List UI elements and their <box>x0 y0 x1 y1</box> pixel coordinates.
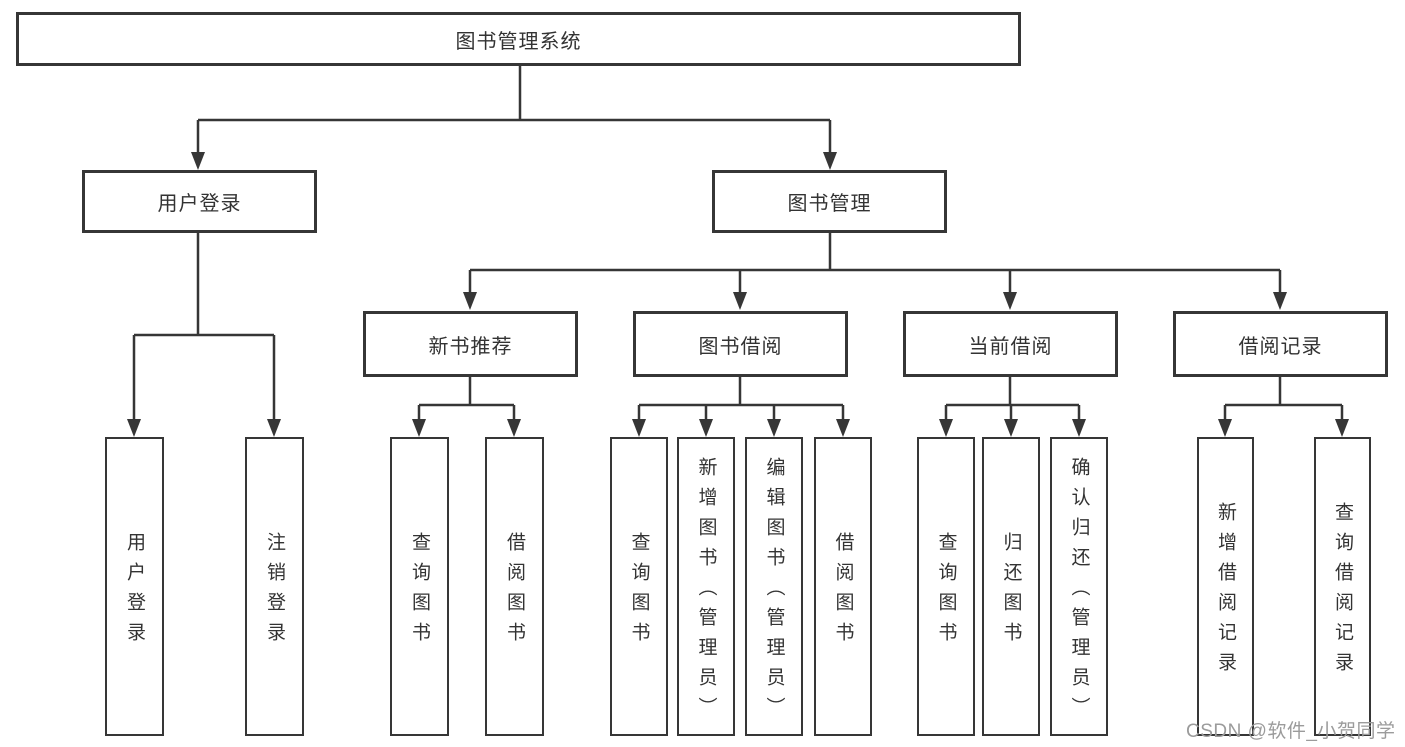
node-label: 借阅图书 <box>504 532 525 652</box>
csdn-watermark: CSDN @软件_小贺同学 <box>1186 721 1396 742</box>
node-label: 编辑图书（管理员） <box>763 457 785 727</box>
leaf-confirm-return-admin: 确认归还（管理员） <box>1050 437 1108 736</box>
node-label: 查询图书 <box>935 532 957 652</box>
node-book-borrowing: 图书借阅 <box>633 311 848 377</box>
node-label: 图书管理系统 <box>455 30 582 53</box>
node-label: 借阅图书 <box>832 532 854 652</box>
node-label: 新增借阅记录 <box>1215 502 1236 682</box>
tree-connector-paths <box>132 66 1344 423</box>
node-label: 注销登录 <box>264 532 285 652</box>
node-borrowing-records: 借阅记录 <box>1173 311 1388 377</box>
node-label: 查询图书 <box>409 532 430 652</box>
node-label: 借阅记录 <box>1238 335 1323 358</box>
leaf-user-login: 用户登录 <box>105 437 164 736</box>
node-book-management: 图书管理 <box>712 170 947 233</box>
leaf-logout: 注销登录 <box>245 437 304 736</box>
leaf-add-borrowing-record: 新增借阅记录 <box>1197 437 1254 736</box>
node-label: 查询借阅记录 <box>1332 502 1353 682</box>
leaf-search-books-borrowing: 查询图书 <box>610 437 668 736</box>
arrowhead-icons <box>127 152 1349 437</box>
node-label: 确认归还（管理员） <box>1068 457 1090 727</box>
node-label: 图书管理 <box>787 193 872 215</box>
leaf-search-borrowing-record: 查询借阅记录 <box>1314 437 1371 736</box>
node-label: 当前借阅 <box>968 335 1053 358</box>
node-library-management-system: 图书管理系统 <box>16 12 1021 66</box>
leaf-return-books: 归还图书 <box>982 437 1040 736</box>
node-label: 查询图书 <box>628 532 650 652</box>
node-new-book-recommendation: 新书推荐 <box>363 311 578 377</box>
node-label: 图书借阅 <box>698 335 783 358</box>
leaf-search-books-recommend: 查询图书 <box>390 437 449 736</box>
leaf-borrow-books: 借阅图书 <box>814 437 872 736</box>
node-label: 用户登录 <box>157 193 242 215</box>
node-current-borrowing: 当前借阅 <box>903 311 1118 377</box>
node-user-login: 用户登录 <box>82 170 317 233</box>
leaf-add-books-admin: 新增图书（管理员） <box>677 437 735 736</box>
node-label: 新增图书（管理员） <box>695 457 717 727</box>
node-label: 用户登录 <box>124 532 145 652</box>
leaf-search-books-current: 查询图书 <box>917 437 975 736</box>
leaf-borrow-books-recommend: 借阅图书 <box>485 437 544 736</box>
leaf-edit-books-admin: 编辑图书（管理员） <box>745 437 803 736</box>
node-label: 新书推荐 <box>428 335 513 358</box>
node-label: 归还图书 <box>1000 532 1022 652</box>
